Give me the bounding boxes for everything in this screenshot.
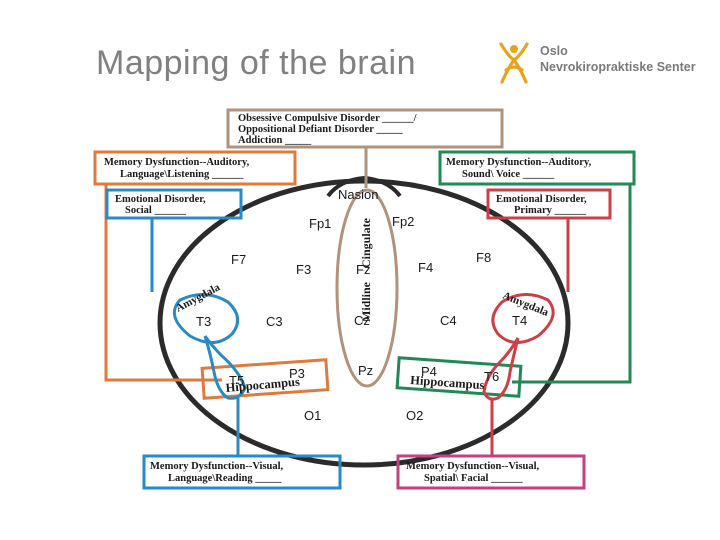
electrode-f7: F7 [231, 252, 246, 267]
electrode-t3: T3 [196, 314, 211, 329]
top-box-line-3: Addiction _____ [238, 135, 312, 146]
electrode-t5: T5 [229, 373, 244, 388]
left-emotional-line-2: Social ______ [125, 205, 187, 216]
left-visual-box [142, 454, 342, 490]
left-amygdala-loop [172, 293, 240, 344]
right-emotional-line-1: Emotional Disorder, [496, 194, 587, 205]
electrode-f8: F8 [476, 250, 491, 265]
left-auditory-connector [104, 185, 222, 382]
electrode-fz: Fz [356, 262, 370, 277]
right-visual-box [396, 454, 586, 490]
electrode-t6: T6 [484, 369, 499, 384]
left-emotional-box [105, 188, 243, 220]
left-visual-line-1: Memory Dysfunction--Visual, [150, 461, 284, 472]
left-emotional-line-1: Emotional Disorder, [115, 194, 206, 205]
right-visual-line-2: Spatial\ Facial ______ [424, 473, 523, 484]
right-emotional-box [486, 188, 612, 220]
cingulate-ellipse [335, 188, 399, 388]
top-box-line-2: Oppositional Defiant Disorder _____ [238, 124, 403, 135]
hippocampus-left-label: Hippocampus [225, 375, 300, 395]
right-emotional-line-2: Primary ______ [514, 205, 587, 216]
right-auditory-box [438, 150, 636, 186]
right-auditory-line-2: Sound\ Voice ______ [462, 169, 555, 180]
top-disorder-box [226, 108, 504, 149]
electrode-t4: T4 [512, 313, 527, 328]
left-hippocampus-loop [203, 335, 247, 400]
right-hippocampus-loop [482, 337, 520, 401]
electrode-cz: Cz [354, 313, 370, 328]
midline-label: Midline [359, 281, 373, 322]
hippocampus-right-label: Hippocampus [410, 373, 485, 392]
left-hippocampus-box [200, 358, 330, 400]
electrode-o1: O1 [304, 408, 321, 423]
left-auditory-box [93, 150, 297, 186]
electrode-f4: F4 [418, 260, 433, 275]
slide-title: Mapping of the brain [96, 44, 416, 82]
electrode-o2: O2 [406, 408, 423, 423]
electrode-fp2: Fp2 [392, 214, 414, 229]
electrode-fp1: Fp1 [309, 216, 331, 231]
top-box-line-1: Obsessive Compulsive Disorder ______/ [238, 113, 418, 124]
electrode-c4: C4 [440, 313, 457, 328]
nasion-label: Nasion [338, 187, 378, 202]
left-auditory-line-1: Memory Dysfunction--Auditory, [104, 157, 250, 168]
left-auditory-line-2: Language\Listening ______ [120, 169, 244, 180]
left-visual-line-2: Language\Reading _____ [168, 473, 282, 484]
right-amygdala-loop [491, 293, 555, 344]
logo-text-line1: Oslo [540, 44, 568, 58]
right-auditory-connector [512, 185, 632, 384]
electrode-c3: C3 [266, 314, 283, 329]
electrode-pz: Pz [358, 363, 373, 378]
electrode-f3: F3 [296, 262, 311, 277]
right-auditory-line-1: Memory Dysfunction--Auditory, [446, 157, 592, 168]
head-outline [157, 178, 571, 468]
right-visual-line-1: Memory Dysfunction--Visual, [406, 461, 540, 472]
right-hippocampus-box [395, 356, 523, 398]
nose-outline [326, 175, 402, 198]
cingulate-label: Cingulate [359, 217, 373, 268]
logo-text-line2: Nevrokiropraktiske Senter [540, 60, 696, 74]
clinic-logo-icon [499, 42, 529, 84]
electrode-p3: P3 [289, 366, 305, 381]
electrode-p4: P4 [421, 364, 437, 379]
